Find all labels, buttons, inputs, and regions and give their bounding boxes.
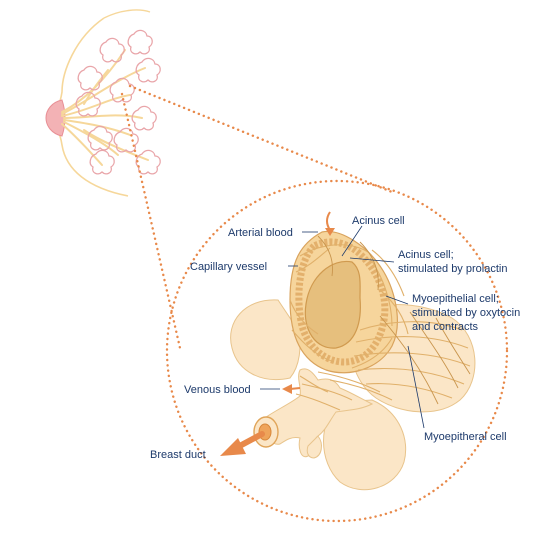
acinus-cell-band	[295, 238, 389, 366]
bottom-alveolus-lobe	[323, 399, 407, 491]
myoepithelial-fibres	[299, 311, 471, 405]
breast-illustration	[45, 9, 161, 197]
magnified-view-circle	[165, 179, 509, 523]
nipple	[45, 99, 66, 137]
alveolus-detail	[230, 230, 476, 491]
label-myoepithelial-1: Myoepithelial cell;	[412, 293, 499, 305]
label-acinus-prolactin-2: stimulated by prolactin	[398, 263, 507, 275]
duct-fibres	[295, 383, 353, 411]
label-myoepitheral-cell: Myoepitheral cell	[424, 431, 507, 443]
chest-wall-line	[103, 9, 151, 19]
labels: Acinus cell Arterial blood Capillary ves…	[150, 215, 520, 461]
label-acinus-cell: Acinus cell	[352, 215, 405, 227]
label-venous-blood: Venous blood	[184, 384, 251, 396]
label-myoepithelial-2: stimulated by oxytocin	[412, 307, 520, 319]
label-arterial-blood: Arterial blood	[228, 227, 293, 239]
lobules	[75, 29, 161, 175]
label-capillary-vessel: Capillary vessel	[190, 261, 267, 273]
label-breast-duct: Breast duct	[150, 449, 206, 461]
arterial-blood-arrowhead	[325, 228, 335, 236]
zoom-connector	[120, 84, 394, 350]
label-myoepithelial-3: and contracts	[412, 321, 479, 333]
breast-duct-arrowhead	[220, 438, 246, 456]
label-acinus-prolactin-1: Acinus cell;	[398, 249, 454, 261]
arrows	[220, 211, 335, 456]
branching-duct	[261, 368, 374, 458]
capillary-network	[289, 235, 409, 369]
left-alveolus-lobe	[230, 299, 301, 380]
acinus-lumen	[304, 260, 361, 349]
leader-lines	[260, 225, 425, 429]
duct-branch	[306, 435, 322, 459]
arterial-blood-arrow	[326, 211, 331, 231]
venous-blood-arrowhead	[282, 384, 292, 394]
